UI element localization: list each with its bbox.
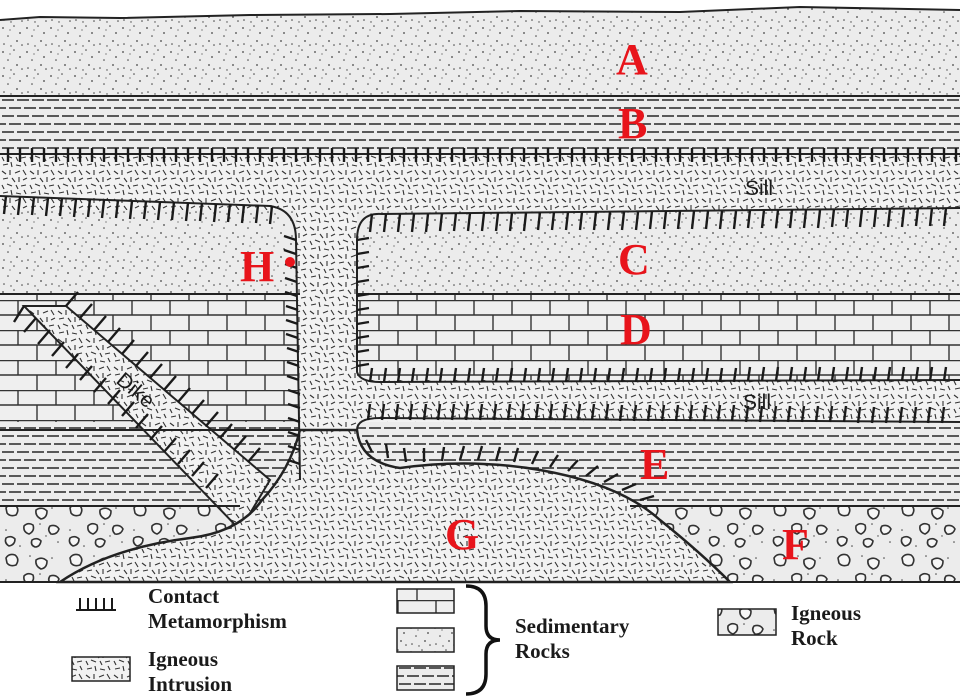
legend-igneous-rock-swatch	[717, 608, 777, 636]
lower-sill	[357, 380, 960, 422]
label-h: H	[240, 242, 274, 291]
legend-label-line: Intrusion	[148, 672, 233, 696]
sill-label-upper: Sill	[745, 177, 773, 200]
label-b: B	[618, 99, 647, 148]
diagonal-dike	[21, 305, 272, 532]
contact-metamorphism-e-upper	[366, 403, 946, 424]
contact-metamorphism-diagonal-dike	[12, 291, 261, 489]
legend-label-line: Metamorphism	[148, 609, 287, 633]
legend-contact-metamorphism-icon	[76, 598, 116, 611]
sill-label-lower: Sill	[743, 391, 771, 414]
contact-metamorphism-dike-left	[283, 234, 301, 466]
legend-sedimentary-rocks-label: Sedimentary Rocks	[515, 614, 629, 664]
label-e: E	[640, 440, 669, 489]
legend-label-line: Contact	[148, 584, 220, 608]
contact-metamorphism-c-right	[368, 207, 948, 233]
legend-brace	[465, 584, 501, 696]
contact-metamorphism-c-left	[2, 195, 274, 225]
contact-metamorphism-dike-right	[356, 236, 370, 368]
layer-c-sandstone	[0, 210, 960, 294]
layer-b-shale	[0, 96, 960, 154]
label-c: C	[618, 235, 650, 284]
legend-igneous-intrusion-swatch	[71, 656, 131, 682]
point-h-marker	[285, 257, 295, 267]
legend-label-line: Rock	[791, 626, 838, 650]
legend	[71, 584, 777, 696]
label-f: F	[782, 520, 809, 569]
legend-label-line: Igneous	[791, 601, 862, 625]
label-g: G	[445, 510, 479, 559]
legend-igneous-intrusion-label: Igneous Intrusion	[148, 647, 232, 697]
intrusion-g	[55, 428, 734, 584]
label-a: A	[616, 35, 648, 84]
legend-contact-metamorphism-label: Contact Metamorphism	[148, 584, 287, 634]
label-d: D	[620, 305, 652, 354]
contact-metamorphism-d-lower	[368, 366, 948, 383]
contact-metamorphism-batholith	[364, 439, 655, 502]
legend-igneous-rock-label: Igneous Rock	[791, 601, 861, 651]
legend-sandstone-swatch	[396, 627, 455, 653]
layer-d-limestone	[0, 294, 960, 380]
contact-metamorphism-b	[6, 148, 958, 162]
upper-sill	[0, 154, 960, 210]
legend-label-line: Sedimentary	[515, 614, 630, 638]
legend-label-line: Igneous	[148, 647, 219, 671]
legend-limestone-swatch	[396, 588, 455, 614]
legend-label-line: Rocks	[515, 639, 570, 663]
legend-shale-swatch	[396, 665, 455, 691]
feeder-dike	[296, 210, 357, 430]
layer-a-sandstone	[0, 7, 960, 96]
